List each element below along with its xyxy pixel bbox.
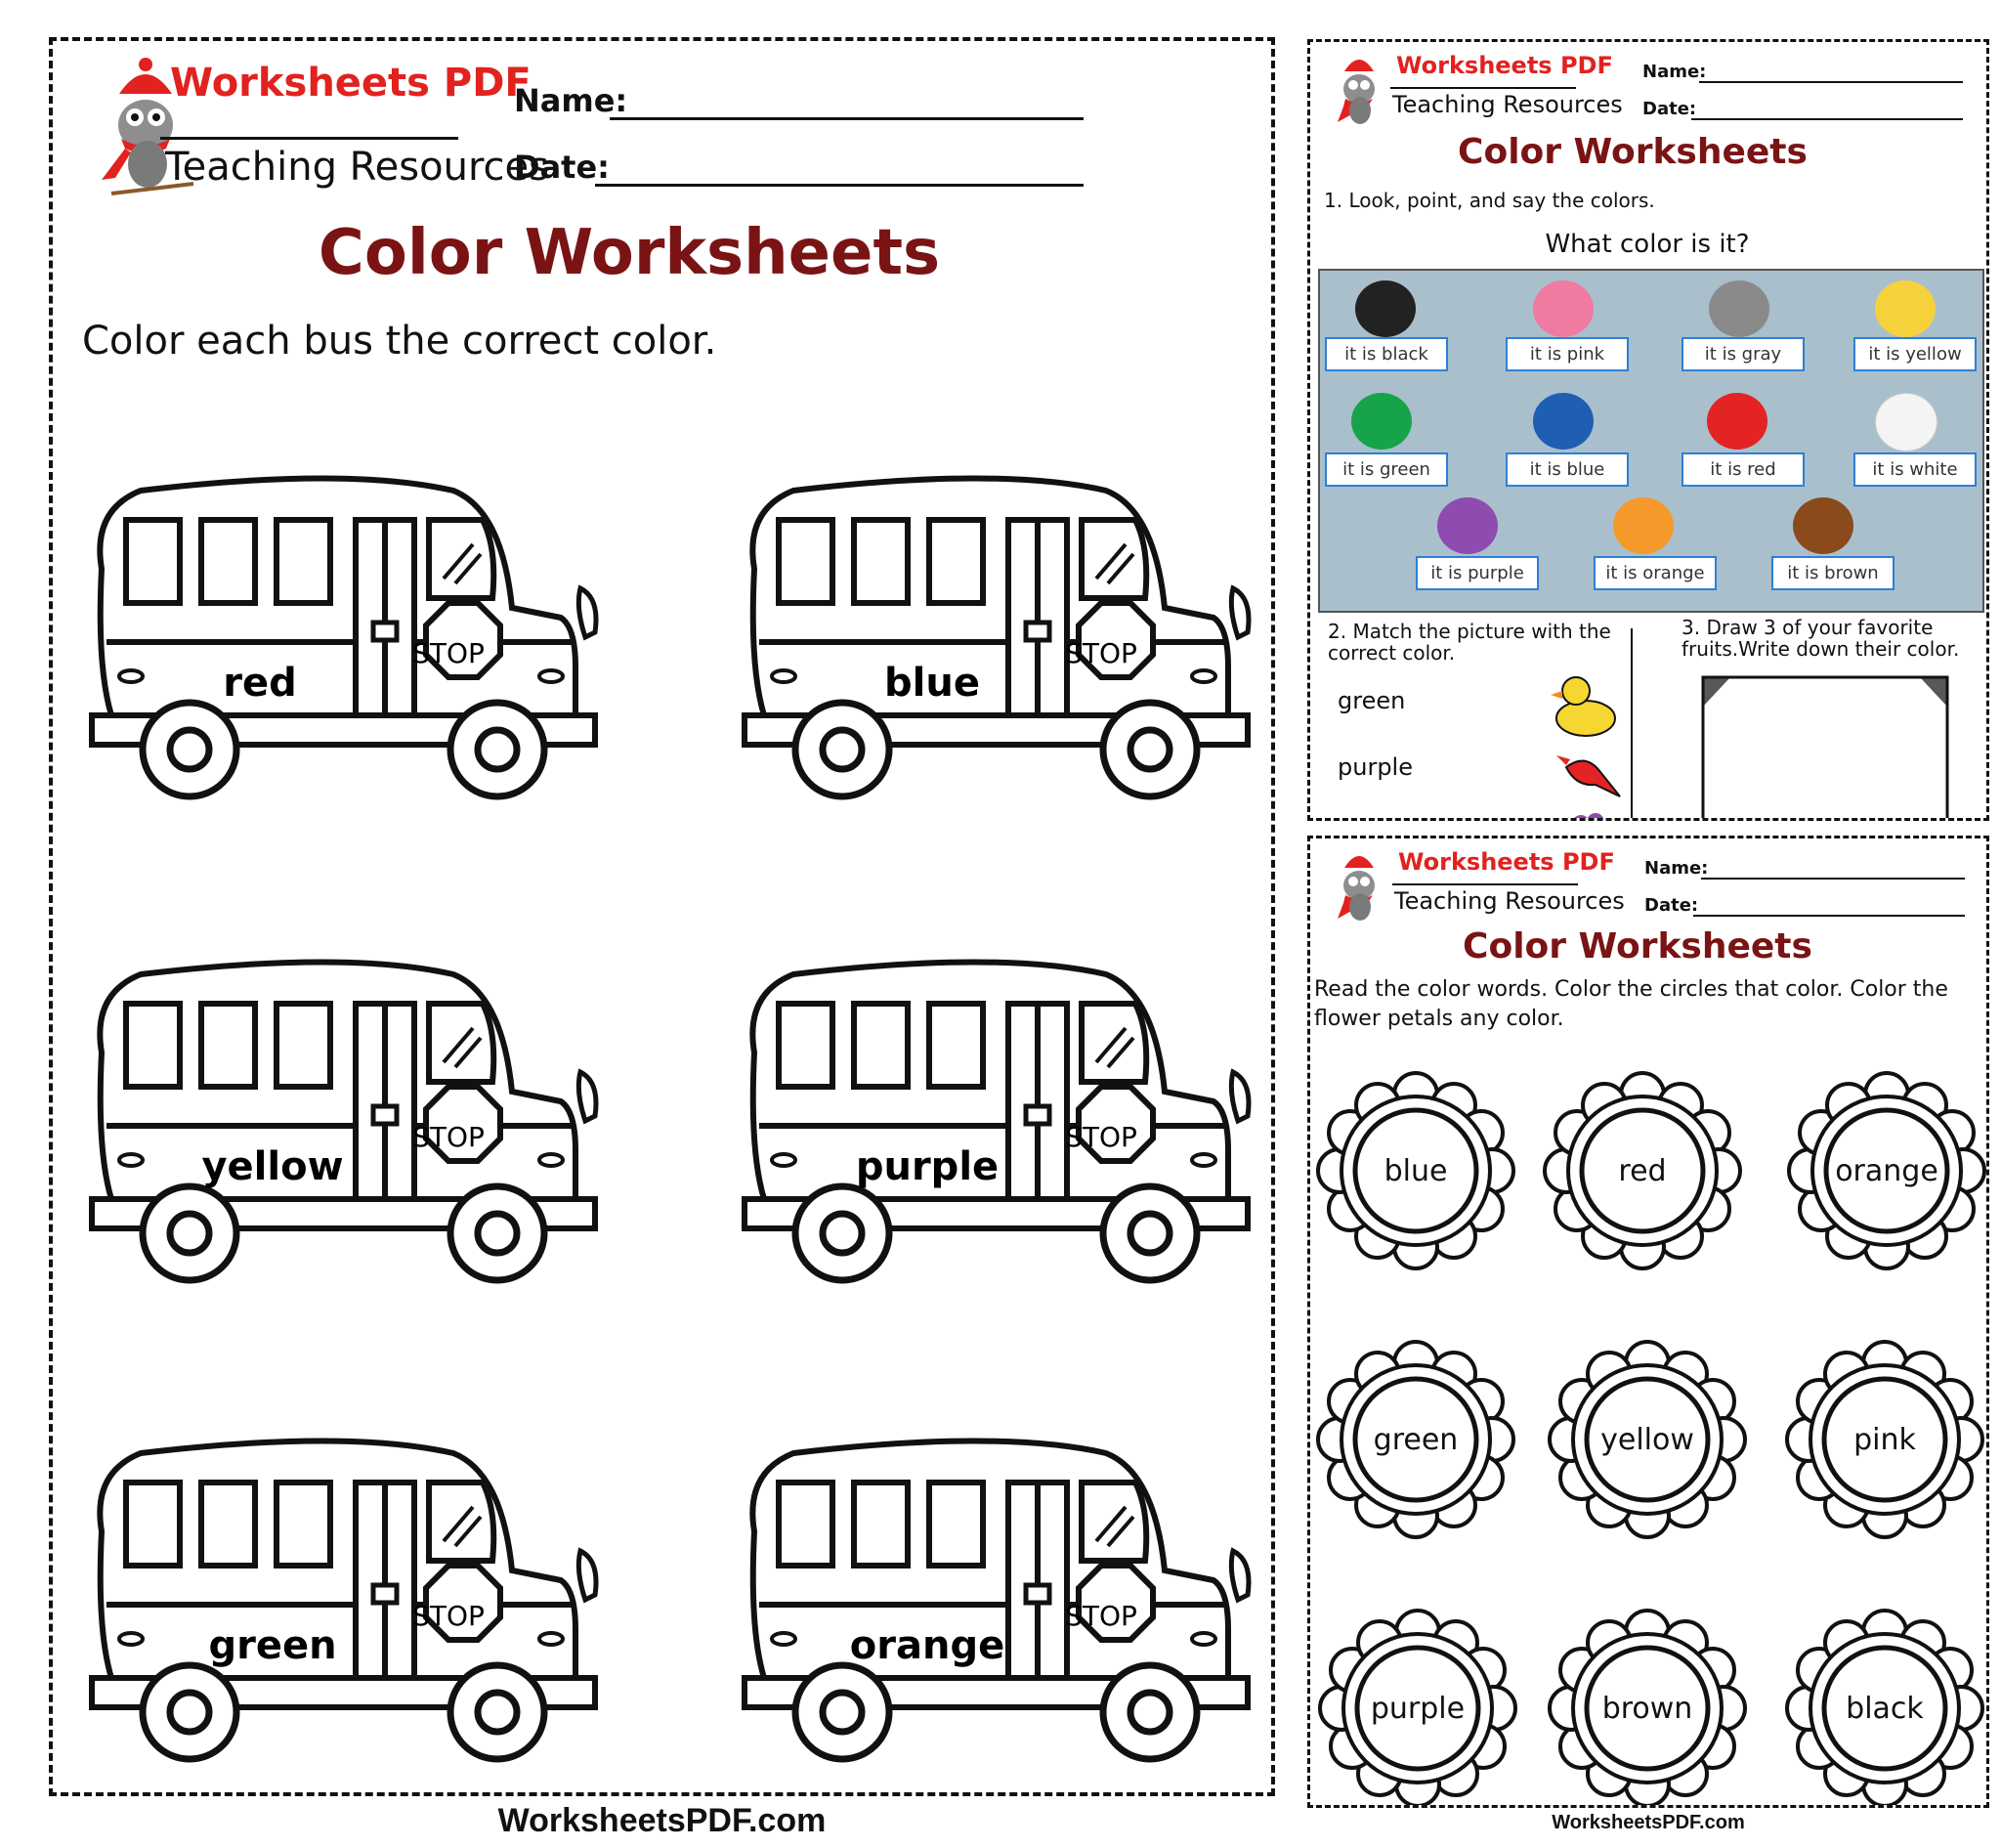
cardinal-icon <box>1556 755 1621 797</box>
flower-word-6: pink <box>1853 1423 1916 1457</box>
swatch-brown <box>1793 497 1853 554</box>
label-orange: it is orange <box>1594 556 1717 590</box>
question-text: What color is it? <box>1545 230 1750 259</box>
name-label: Name: <box>514 82 628 119</box>
stop-sign-5: STOP <box>412 1600 485 1632</box>
name-line <box>1701 878 1965 880</box>
footer-url-small[interactable]: WorksheetsPDF.com <box>1552 1812 1745 1833</box>
swatch-black <box>1355 280 1416 337</box>
date-line <box>595 184 1084 187</box>
swatch-red <box>1707 393 1767 450</box>
label-yellow: it is yellow <box>1853 337 1977 371</box>
swatch-gray <box>1709 280 1769 337</box>
flower-word-2: red <box>1618 1154 1666 1188</box>
instruction-text: Read the color words. Color the circles … <box>1314 977 1948 1031</box>
color-panel: it is black it is pink it is gray it is … <box>1318 269 1984 613</box>
swatch-orange <box>1613 497 1674 554</box>
bus-word-5: green <box>208 1623 336 1668</box>
label-blue: it is blue <box>1506 452 1629 487</box>
page-title: Color Worksheets <box>1458 132 1808 172</box>
bus-word-3: yellow <box>201 1144 343 1189</box>
drawing-frame <box>1701 675 1949 818</box>
owl-mascot-icon <box>1338 60 1375 124</box>
duck-icon <box>1551 676 1616 737</box>
brand-subtitle: Teaching Resources <box>1394 887 1625 915</box>
name-label: Name: <box>1642 62 1707 82</box>
brand-divider <box>1390 87 1576 89</box>
bus-4 <box>745 963 1249 1281</box>
label-green: it is green <box>1325 452 1448 487</box>
brand-divider <box>160 137 458 140</box>
flower-word-9: black <box>1846 1692 1924 1726</box>
label-black: it is black <box>1325 337 1448 371</box>
name-line <box>1699 81 1963 83</box>
step3-text: 3. Draw 3 of your favorite fruits.Write … <box>1682 616 1960 661</box>
brand-title: Worksheets PDF <box>1398 848 1615 876</box>
brand-title: Worksheets PDF <box>170 61 532 106</box>
bus-3 <box>92 963 596 1281</box>
owl-mascot-icon <box>102 58 194 195</box>
bus-2 <box>745 479 1249 797</box>
main-worksheet: Worksheets PDF Teaching Resources Name: … <box>49 37 1275 1796</box>
stop-sign-3: STOP <box>412 1121 485 1153</box>
date-line <box>1693 915 1965 917</box>
flower-color-worksheet: Worksheets PDF Teaching Resources Name: … <box>1307 836 1989 1808</box>
instruction-text: Color each bus the correct color. <box>82 319 717 364</box>
owl-mascot-icon <box>1338 856 1375 921</box>
swatch-purple <box>1437 497 1498 554</box>
swatch-yellow <box>1875 280 1936 337</box>
stop-sign-1: STOP <box>412 637 485 669</box>
label-red: it is red <box>1682 452 1805 487</box>
grapes-icon <box>1574 813 1604 818</box>
flower-word-1: blue <box>1384 1154 1448 1188</box>
date-label: Date: <box>514 149 610 186</box>
match-word-purple: purple <box>1338 753 1413 781</box>
bus-grid: STOP STOP STOP STOP STOP STOP red blue y… <box>53 41 1271 1792</box>
footer-url[interactable]: WorksheetsPDF.com <box>497 1802 827 1839</box>
flower-word-8: brown <box>1602 1692 1693 1726</box>
bus-5 <box>92 1441 596 1760</box>
bus-1 <box>92 479 596 797</box>
label-white: it is white <box>1853 452 1977 487</box>
bus-word-2: blue <box>884 661 980 706</box>
flower-grid: blue red orange green yellow pink purple… <box>1310 838 1986 1805</box>
section-divider <box>1631 628 1633 818</box>
color-identification-worksheet: Worksheets PDF Teaching Resources Name: … <box>1307 39 1989 821</box>
flower-word-7: purple <box>1371 1692 1465 1726</box>
brand-subtitle: Teaching Resources <box>1392 91 1623 118</box>
brand-title: Worksheets PDF <box>1396 52 1613 79</box>
swatch-blue <box>1533 393 1594 450</box>
stop-sign-4: STOP <box>1065 1121 1137 1153</box>
match-word-green: green <box>1338 687 1406 714</box>
swatch-pink <box>1533 280 1594 337</box>
swatch-green <box>1351 393 1412 450</box>
flower-word-4: green <box>1374 1423 1459 1457</box>
name-line <box>610 117 1084 120</box>
swatch-white <box>1875 393 1937 451</box>
stop-sign-2: STOP <box>1065 637 1137 669</box>
brand-subtitle: Teaching Resources <box>165 145 549 190</box>
page-title: Color Worksheets <box>318 217 941 289</box>
date-line <box>1691 118 1963 120</box>
brand-divider <box>1392 883 1578 885</box>
label-gray: it is gray <box>1682 337 1805 371</box>
name-label: Name: <box>1644 858 1709 879</box>
date-label: Date: <box>1642 99 1697 119</box>
bus-word-6: orange <box>850 1623 1004 1668</box>
date-label: Date: <box>1644 895 1699 916</box>
bus-word-1: red <box>223 661 297 706</box>
page-title: Color Worksheets <box>1463 926 1812 967</box>
label-pink: it is pink <box>1506 337 1629 371</box>
label-brown: it is brown <box>1771 556 1895 590</box>
label-purple: it is purple <box>1416 556 1539 590</box>
step2-text: 2. Match the picture with the correct co… <box>1328 620 1611 665</box>
bus-6 <box>745 1441 1249 1760</box>
stop-sign-6: STOP <box>1065 1600 1137 1632</box>
step1-text: 1. Look, point, and say the colors. <box>1324 189 1655 212</box>
flower-word-3: orange <box>1835 1154 1938 1188</box>
match-pictures <box>1551 676 1621 818</box>
flower-word-5: yellow <box>1600 1423 1694 1457</box>
bus-word-4: purple <box>856 1144 999 1189</box>
